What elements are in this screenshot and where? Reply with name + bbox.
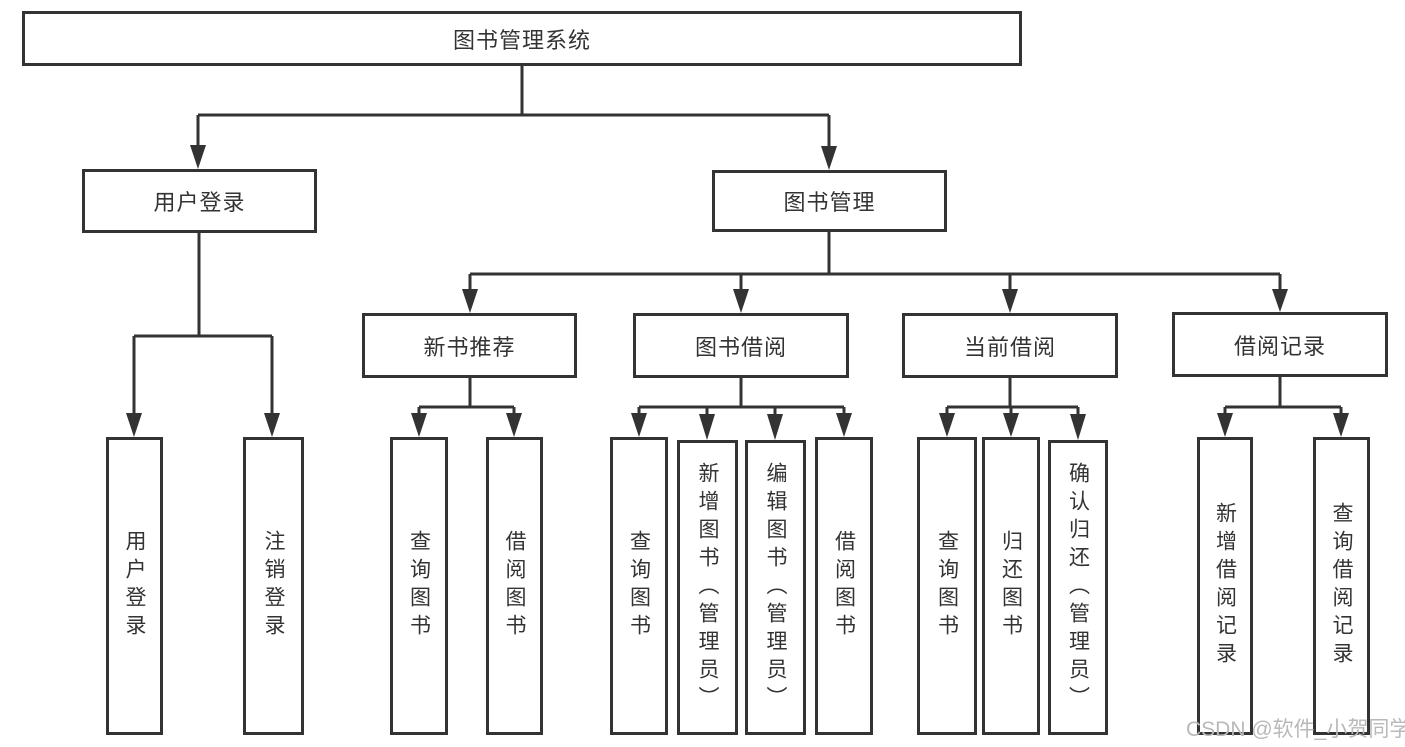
- leaf-add-borrow-record-label: 新增借阅记录: [1213, 502, 1237, 670]
- leaf-user-login-label: 用户登录: [123, 530, 146, 642]
- leaf-borrow-book-recommend-label: 借阅图书: [503, 530, 526, 642]
- node-root: 图书管理系统: [22, 11, 1022, 66]
- leaf-query-book-recommend-label: 查询图书: [407, 530, 431, 642]
- node-new-book-recommend: 新书推荐: [362, 313, 577, 378]
- node-borrow-records: 借阅记录: [1172, 312, 1388, 377]
- node-borrow-records-label: 借阅记录: [1233, 333, 1326, 359]
- leaf-query-book-borrow: 查询图书: [610, 437, 668, 735]
- leaf-confirm-return-admin-label: 确认归还（管理员）: [1066, 461, 1090, 714]
- leaf-query-book-current: 查询图书: [917, 437, 977, 735]
- leaf-query-borrow-record-label: 查询借阅记录: [1330, 502, 1353, 670]
- leaf-borrow-book-label: 借阅图书: [832, 530, 856, 642]
- node-book-borrow-label: 图书借阅: [694, 334, 787, 360]
- leaf-confirm-return-admin: 确认归还（管理员）: [1048, 440, 1108, 735]
- node-user-login-label: 用户登录: [153, 190, 246, 215]
- node-book-management: 图书管理: [712, 170, 947, 232]
- node-new-book-recommend-label: 新书推荐: [423, 334, 516, 360]
- leaf-logout-label: 注销登录: [262, 530, 285, 642]
- node-user-login: 用户登录: [82, 169, 317, 233]
- csdn-watermark: CSDN @软件_小贺同学: [1186, 718, 1405, 741]
- leaf-query-book-recommend: 查询图书: [390, 437, 448, 735]
- leaf-edit-book-admin-label: 编辑图书（管理员）: [764, 461, 787, 714]
- node-current-borrow: 当前借阅: [902, 313, 1118, 378]
- node-book-management-label: 图书管理: [783, 190, 876, 215]
- leaf-user-login: 用户登录: [106, 437, 163, 735]
- node-current-borrow-label: 当前借阅: [963, 334, 1056, 360]
- leaf-edit-book-admin: 编辑图书（管理员）: [745, 440, 806, 735]
- leaf-query-book-borrow-label: 查询图书: [627, 530, 651, 642]
- leaf-add-book-admin: 新增图书（管理员）: [677, 440, 738, 735]
- node-book-borrow: 图书借阅: [633, 313, 849, 378]
- leaf-return-book-label: 归还图书: [999, 530, 1023, 642]
- leaf-borrow-book: 借阅图书: [815, 437, 873, 735]
- leaf-query-borrow-record: 查询借阅记录: [1313, 437, 1370, 735]
- leaf-logout: 注销登录: [243, 437, 304, 735]
- leaf-return-book: 归还图书: [982, 437, 1040, 735]
- leaf-add-borrow-record: 新增借阅记录: [1197, 437, 1253, 735]
- leaf-add-book-admin-label: 新增图书（管理员）: [696, 461, 719, 714]
- leaf-query-book-current-label: 查询图书: [935, 530, 959, 642]
- node-root-label: 图书管理系统: [452, 27, 591, 53]
- leaf-borrow-book-recommend: 借阅图书: [486, 437, 543, 735]
